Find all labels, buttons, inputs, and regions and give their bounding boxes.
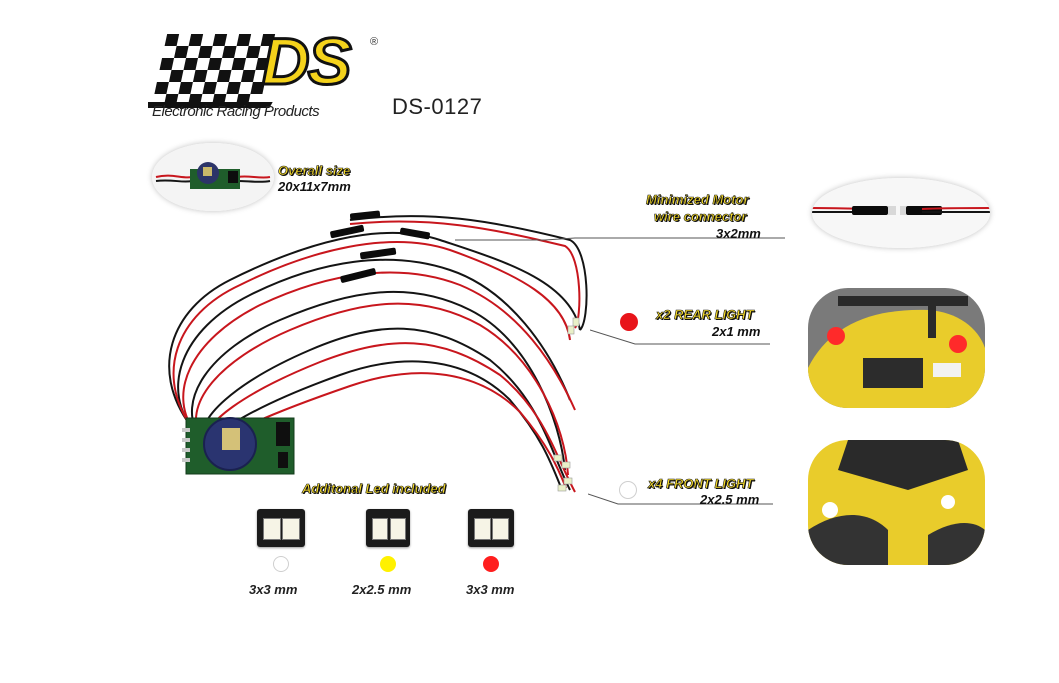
led-chip-yellow — [366, 509, 410, 547]
product-code: DS-0127 — [392, 94, 483, 119]
motor-connector-value: 3x2mm — [716, 226, 761, 241]
led-driver-module — [182, 417, 295, 475]
front-light-indicator-dot — [619, 481, 637, 499]
motor-connector-title-2: wire connector — [654, 209, 747, 224]
logo-brand: DS — [261, 24, 354, 98]
module-closeup-photo — [152, 143, 274, 211]
led-size-label-3: 3x3 mm — [466, 582, 515, 597]
motor-connector-photo — [812, 178, 990, 248]
checkered-flag-logo — [148, 34, 286, 108]
rear-light-value: 2x1 mm — [712, 324, 761, 339]
rear-light-leader-line — [590, 329, 770, 345]
rear-car-photo — [808, 288, 985, 408]
led-color-dot-yellow — [380, 556, 396, 572]
led-chip-red — [468, 509, 514, 547]
registered-mark: ® — [370, 36, 379, 48]
rear-light-title: x2 REAR LIGHT — [656, 307, 754, 322]
front-car-photo — [808, 440, 985, 565]
rear-light-indicator-dot — [620, 313, 638, 331]
led-size-label-2: 2x2.5 mm — [352, 582, 412, 597]
wiring-harness — [168, 210, 588, 493]
front-light-leader-line — [588, 493, 773, 505]
led-size-label-1: 3x3 mm — [249, 582, 298, 597]
front-light-title: x4 FRONT LIGHT — [648, 476, 754, 491]
front-light-value: 2x2.5 mm — [700, 492, 760, 507]
motor-connector-leader-line — [455, 237, 785, 241]
led-color-dot-white — [273, 556, 289, 572]
logo-tagline: Electronic Racing Products — [152, 103, 320, 120]
overall-size-title: Overall size — [278, 163, 351, 178]
motor-connector-title-1: Minimized Motor — [646, 192, 749, 207]
led-color-dot-red — [483, 556, 499, 572]
additional-led-title: Additonal Led included — [302, 481, 446, 496]
overall-size-value: 20x11x7mm — [278, 179, 351, 194]
led-chip-white — [257, 509, 305, 547]
